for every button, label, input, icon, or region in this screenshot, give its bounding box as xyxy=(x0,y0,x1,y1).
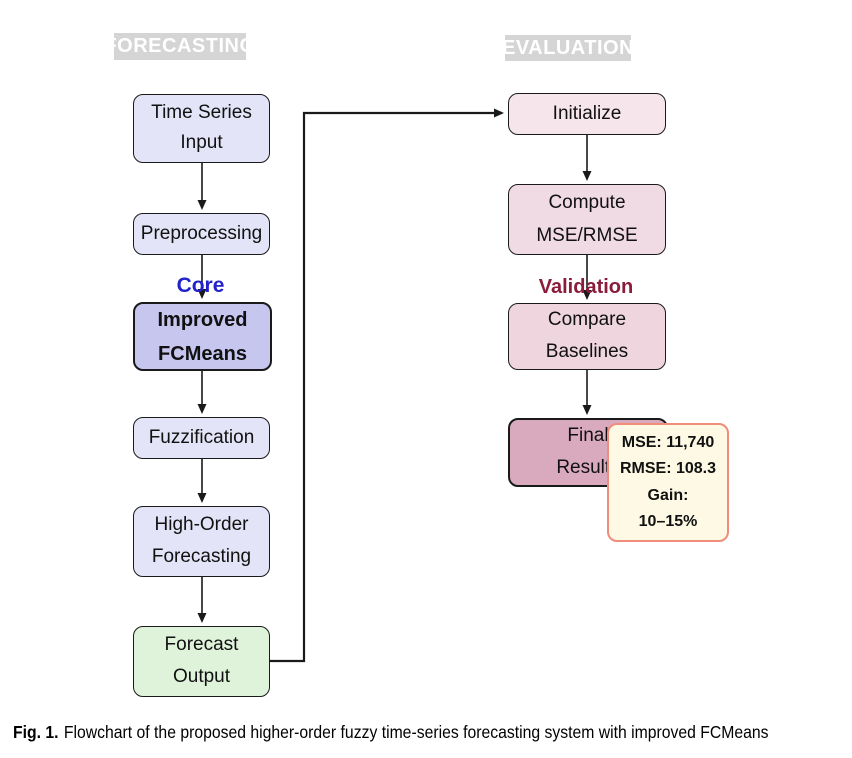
figure-caption: Fig. 1.Flowchart of the proposed higher-… xyxy=(13,722,769,743)
box-line: Preprocessing xyxy=(140,222,263,244)
section-header-evaluation: EVALUATION xyxy=(502,35,634,61)
metrics-callout: MSE: 11,740 RMSE: 108.3 Gain: 10–15% xyxy=(607,423,729,542)
box-line: Output xyxy=(172,666,231,687)
flow-box-high-order-forecasting: High-Order Forecasting xyxy=(133,506,270,577)
box-line: Input xyxy=(180,132,223,153)
box-line: Improved xyxy=(157,308,248,331)
box-line: Results xyxy=(556,457,620,478)
box-line: Time Series xyxy=(151,102,252,124)
box-line: Fuzzification xyxy=(148,426,255,448)
box-line: High-Order xyxy=(154,514,249,536)
flow-box-improved-fcmeans: Improved FCMeans xyxy=(133,302,272,371)
figure-caption-label: Fig. 1. xyxy=(13,722,59,742)
core-label: Core xyxy=(176,274,225,297)
box-line: Baselines xyxy=(545,341,629,362)
metric-rmse: RMSE: 108.3 xyxy=(619,460,717,478)
validation-label: Validation xyxy=(538,276,634,298)
flow-box-compute-mse-rmse: Compute MSE/RMSE xyxy=(508,184,666,255)
box-line: Forecast xyxy=(164,634,239,656)
box-line: Final xyxy=(567,425,609,447)
box-line: Initialize xyxy=(552,102,622,124)
flow-box-preprocessing: Preprocessing xyxy=(133,213,270,255)
flow-box-initialize: Initialize xyxy=(508,93,666,135)
metric-mse: MSE: 11,740 xyxy=(621,433,715,451)
section-header-forecasting: FORECASTING xyxy=(104,33,255,60)
flow-box-time-series-input: Time Series Input xyxy=(133,94,270,163)
box-line: Forecasting xyxy=(151,546,252,567)
box-line: Compare xyxy=(547,309,627,331)
box-line: Compute xyxy=(548,191,626,213)
flow-box-forecast-output: Forecast Output xyxy=(133,626,270,697)
box-line: FCMeans xyxy=(158,342,247,365)
connector-output-to-initialize xyxy=(270,108,504,663)
metric-gain-label: Gain: xyxy=(647,486,689,504)
flow-box-fuzzification: Fuzzification xyxy=(133,417,270,459)
box-line: MSE/RMSE xyxy=(536,224,638,246)
flow-box-compare-baselines: Compare Baselines xyxy=(508,303,666,370)
figure-caption-text: Flowchart of the proposed higher-order f… xyxy=(63,722,769,742)
metric-gain-value: 10–15% xyxy=(638,513,698,531)
